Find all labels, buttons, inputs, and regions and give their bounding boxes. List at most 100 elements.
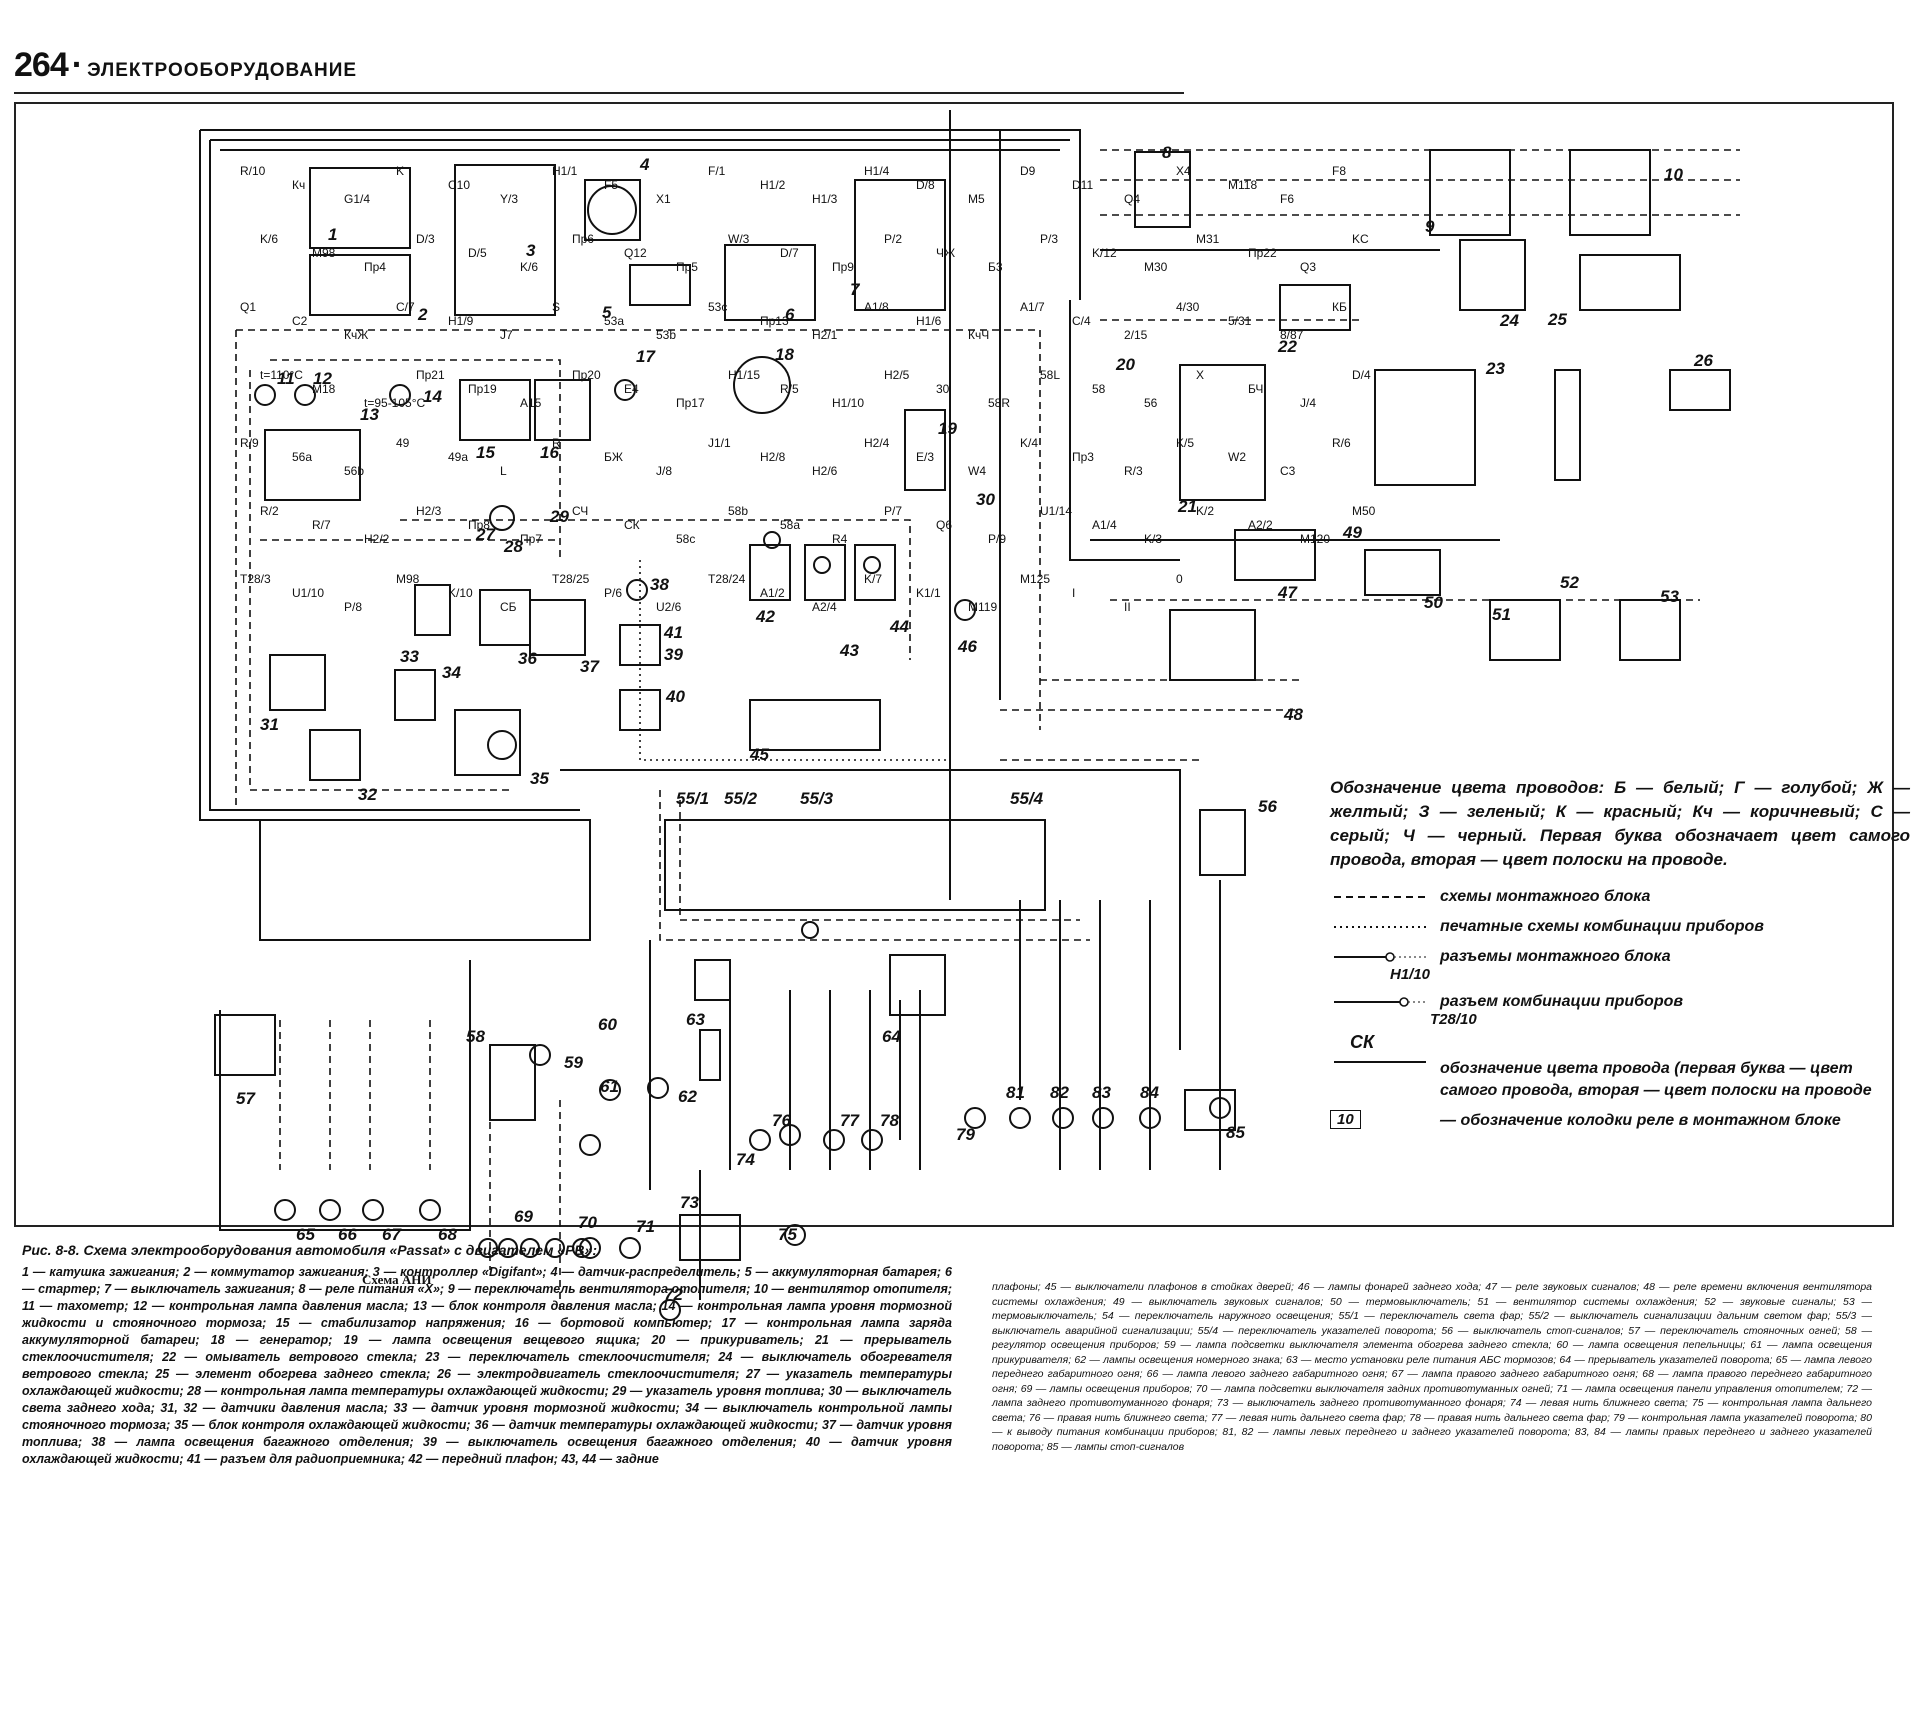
wire-label: E/3 <box>916 450 934 464</box>
wire-label: D/4 <box>1352 368 1371 382</box>
wire-label: Пр9 <box>832 260 854 274</box>
wire-label: 58L <box>1040 368 1060 382</box>
wire-label: БЧ <box>1248 382 1263 396</box>
wire-label: J7 <box>500 328 513 342</box>
component-number: 24 <box>1499 311 1519 330</box>
wire-label: T28/24 <box>708 572 746 586</box>
component-number: 82 <box>1050 1083 1069 1102</box>
component-number: 29 <box>549 507 569 526</box>
wire-label: D/8 <box>916 178 935 192</box>
header-dot: · <box>71 46 84 84</box>
wire-label: 56b <box>344 464 364 478</box>
wire-label: H1/1 <box>552 164 578 178</box>
caption-right-column: плафоны; 45 — выключатели плафонов в сто… <box>992 1281 1872 1453</box>
component-number: 42 <box>755 607 775 626</box>
component-number: 84 <box>1140 1083 1159 1102</box>
component-number: 74 <box>736 1150 755 1169</box>
wire-label: H1/9 <box>448 314 474 328</box>
wire-label: H2/5 <box>884 368 910 382</box>
component-number: 83 <box>1092 1083 1111 1102</box>
wire-label: Н2/1 <box>812 328 838 342</box>
wire-label: Пр6 <box>572 232 594 246</box>
wire-label: 8/87 <box>1280 328 1304 342</box>
wire-label: X4 <box>1176 164 1191 178</box>
wire-label: F6 <box>1280 192 1294 206</box>
wire-label: КчЖ <box>344 328 368 342</box>
dashed-line-symbol <box>1330 886 1440 908</box>
wire-label: Пр19 <box>468 382 497 396</box>
wire-label: E4 <box>624 382 639 396</box>
wire-label: 0 <box>1176 572 1183 586</box>
component-number: 65 <box>296 1225 315 1244</box>
wire-label: СБ <box>500 600 517 614</box>
wire-label: D/5 <box>468 246 487 260</box>
component-number: 15 <box>476 443 495 462</box>
wire-label: Q12 <box>624 246 647 260</box>
wire-color-symbol: СК <box>1330 1032 1440 1084</box>
wire-label: Н1/6 <box>916 314 942 328</box>
wire-label: Y/3 <box>500 192 518 206</box>
component-number: 11 <box>277 369 295 388</box>
wire-label: R/9 <box>240 436 259 450</box>
component-number: 78 <box>880 1111 899 1130</box>
component-number: 75 <box>778 1225 797 1244</box>
wire-label: Q3 <box>1300 260 1316 274</box>
wire-label: U1/14 <box>1040 504 1072 518</box>
wire-label: K/6 <box>520 260 538 274</box>
wire-label: Кч <box>292 178 305 192</box>
wire-label: M119 <box>968 600 997 614</box>
wire-label: Q6 <box>936 518 952 532</box>
wire-label: P/7 <box>884 504 902 518</box>
wire-label: R/6 <box>1332 436 1351 450</box>
connector-symbol <box>1330 946 1440 968</box>
wire-label: 53c <box>708 300 727 314</box>
component-number: 43 <box>839 641 859 660</box>
wire-label: C/7 <box>396 300 415 314</box>
wire-label: M125 <box>1020 572 1050 586</box>
legend-row: разъем комбинации приборов <box>1330 991 1910 1013</box>
wire-label: F/1 <box>708 164 726 178</box>
wire-label: ЧЖ <box>936 246 955 260</box>
wire-label: 58b <box>728 504 748 518</box>
component-number: 60 <box>598 1015 617 1034</box>
wire-label: K/10 <box>448 586 473 600</box>
wire-label: X <box>1196 368 1204 382</box>
legend-row: схемы монтажного блока <box>1330 886 1910 908</box>
component-number: 58 <box>466 1027 485 1046</box>
wire-label: J/8 <box>656 464 672 478</box>
legend-code: СК <box>1350 1032 1375 1052</box>
wire-label: R/10 <box>240 164 266 178</box>
component-number: 7 <box>850 280 861 299</box>
wire-label: A1/4 <box>1092 518 1117 532</box>
wire-label: P/2 <box>884 232 902 246</box>
component-number: 55/4 <box>1010 789 1044 808</box>
wire-label: P/3 <box>1040 232 1058 246</box>
legend-text: — обозначение колодки реле в монтажном б… <box>1440 1112 1841 1129</box>
wire-label: K/6 <box>260 232 278 246</box>
wire-label: R/7 <box>312 518 331 532</box>
component-number: 55/2 <box>724 789 758 808</box>
component-number: 9 <box>1425 217 1435 236</box>
wire-label: КчЧ <box>968 328 989 342</box>
wire-label: Пр22 <box>1248 246 1277 260</box>
component-number: 46 <box>957 637 977 656</box>
component-number: 68 <box>438 1225 457 1244</box>
lamps <box>254 379 1231 1321</box>
wire-label: F5 <box>604 178 618 192</box>
wire-label: F8 <box>1332 164 1346 178</box>
component-number: 35 <box>530 769 549 788</box>
legend-text: разъем комбинации приборов <box>1440 993 1684 1010</box>
wire-label: P/8 <box>344 600 362 614</box>
component-number: 1 <box>328 225 337 244</box>
component-number: 38 <box>650 575 669 594</box>
wire-label: P/9 <box>988 532 1006 546</box>
page-header: 264 · ЭЛЕКТРООБОРУДОВАНИЕ <box>14 46 357 86</box>
wire-label: L <box>500 464 507 478</box>
wire-label: 58 <box>1092 382 1106 396</box>
wire-label: A15 <box>520 396 542 410</box>
component-number: 39 <box>664 645 683 664</box>
component-number: 44 <box>889 617 909 636</box>
component-number: 20 <box>1115 355 1135 374</box>
wire-label: T28/25 <box>552 572 590 586</box>
